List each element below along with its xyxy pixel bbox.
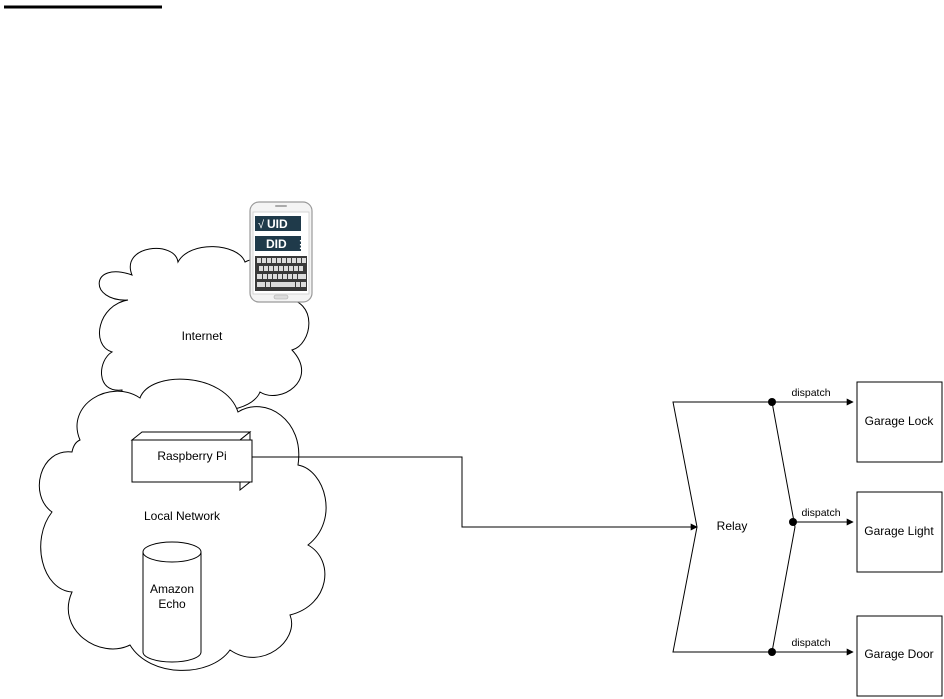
garage-door-label: Garage Door: [864, 647, 933, 661]
internet-label: Internet: [182, 329, 223, 343]
dispatch-lock-label: dispatch: [791, 387, 830, 399]
raspberry-pi-label: Raspberry Pi: [157, 449, 226, 463]
garage-lock-box: [856, 381, 943, 463]
raspberry-pi-node: Raspberry Pi: [130, 430, 253, 492]
local-network-label: Local Network: [144, 509, 221, 523]
amazon-echo-node: Amazon Echo: [142, 541, 202, 663]
pi-to-relay-connector: [252, 456, 698, 531]
dispatch-light-label: dispatch: [801, 507, 840, 519]
local-network-cloud: [38, 378, 327, 671]
amazon-echo-label-line2: Echo: [158, 597, 186, 611]
garage-light-label: Garage Light: [864, 524, 934, 538]
garage-light-box: [856, 491, 943, 573]
phone-uid-field: UID: [267, 217, 288, 231]
garage-door-box: [856, 615, 943, 697]
amazon-echo-label-line1: Amazon: [150, 582, 194, 596]
phone-uid-check: √: [258, 219, 265, 231]
phone-did-field: DID: [266, 237, 287, 251]
dispatch-door-label: dispatch: [791, 637, 830, 649]
phone-did-menu: ⋮: [295, 239, 306, 251]
dispatch-light-junction: [789, 518, 797, 526]
dispatch-lock-junction: [768, 398, 776, 406]
smartphone-icon: √ UID DID ⋮: [249, 201, 313, 303]
garage-lock-label: Garage Lock: [865, 414, 935, 428]
relay-label: Relay: [717, 519, 748, 533]
dispatch-door-junction: [768, 648, 776, 656]
